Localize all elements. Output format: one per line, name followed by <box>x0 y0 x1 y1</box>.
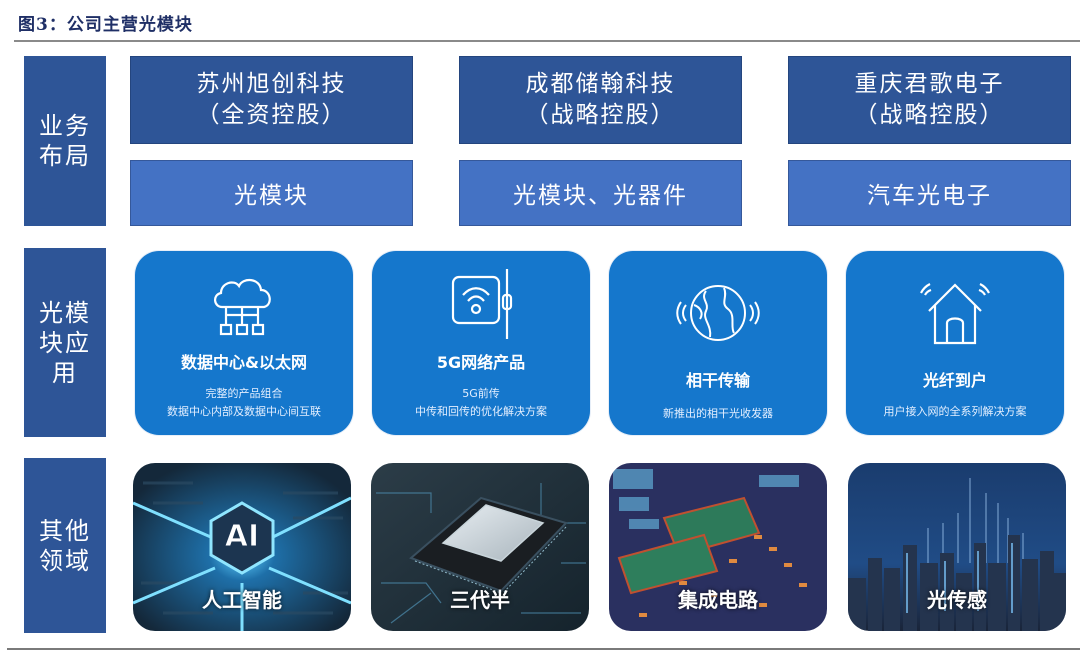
city-skyline-image <box>848 463 1066 631</box>
circuit-board-image <box>609 463 827 631</box>
row-label-text: 其他 <box>39 516 91 545</box>
app-title: 数据中心&以太网 <box>181 353 307 372</box>
row-label-other: 其他 领域 <box>24 458 106 633</box>
field-caption: 集成电路 <box>678 588 758 612</box>
holding-type: （全资控股） <box>196 102 347 128</box>
ai-chip-image: AI <box>133 463 351 631</box>
field-caption: 三代半 <box>450 588 510 612</box>
row-label-text: 布局 <box>39 142 91 170</box>
company-name: 成都储翰科技 <box>525 71 676 97</box>
row-label-business: 业务 布局 <box>24 56 106 226</box>
top-divider <box>14 40 1080 42</box>
row-label-text: 领域 <box>39 546 91 575</box>
row-label-applications: 光模 块应 用 <box>24 248 106 437</box>
app-title: 相干传输 <box>685 371 750 390</box>
app-title: 5G网络产品 <box>436 353 526 372</box>
app-subtitle: 5G前传 <box>462 387 500 400</box>
app-subtitle: 完整的产品组合 <box>205 387 283 400</box>
field-card-ai: AI 人工智能 <box>133 463 351 631</box>
product-box-suzhou: 光模块 <box>130 160 413 226</box>
app-subtitle: 用户接入网的全系列解决方案 <box>883 405 1027 418</box>
company-box-chongqing: 重庆君歌电子 （战略控股） <box>788 56 1071 144</box>
company-name: 重庆君歌电子 <box>854 71 1005 97</box>
row-label-text: 业务 <box>39 112 91 140</box>
row-label-text: 用 <box>52 358 78 387</box>
product-box-chengdu: 光模块、光器件 <box>459 160 742 226</box>
product-box-chongqing: 汽车光电子 <box>788 160 1071 226</box>
row-label-text: 块应 <box>39 328 91 357</box>
app-card-ftth: 光纤到户 用户接入网的全系列解决方案 <box>846 251 1064 435</box>
app-subtitle: 新推出的相干光收发器 <box>663 407 773 420</box>
app-card-coherent: 相干传输 新推出的相干光收发器 <box>609 251 827 435</box>
globe-signal-icon <box>609 273 827 353</box>
app-subtitle: 中传和回传的优化解决方案 <box>415 405 547 418</box>
bottom-divider <box>7 648 1080 650</box>
home-signal-icon <box>846 271 1064 351</box>
field-caption: 人工智能 <box>202 588 282 612</box>
company-box-chengdu: 成都储翰科技 （战略控股） <box>459 56 742 144</box>
holding-type: （战略控股） <box>525 102 676 128</box>
company-box-suzhou: 苏州旭创科技 （全资控股） <box>130 56 413 144</box>
row-label-text: 光模 <box>39 298 91 327</box>
app-card-5g: 5G网络产品 5G前传 中传和回传的优化解决方案 <box>372 251 590 435</box>
ai-badge: AI <box>225 519 259 554</box>
holding-type: （战略控股） <box>854 102 1005 128</box>
app-card-datacenter: 数据中心&以太网 完整的产品组合 数据中心内部及数据中心间互联 <box>135 251 353 435</box>
app-subtitle: 数据中心内部及数据中心间互联 <box>167 405 321 418</box>
app-title: 光纤到户 <box>922 371 987 390</box>
field-caption: 光传感 <box>927 588 987 612</box>
field-card-ic: 集成电路 <box>609 463 827 631</box>
semiconductor-chip-image <box>371 463 589 631</box>
figure-title: 图3：公司主营光模块 <box>18 15 193 35</box>
company-name: 苏州旭创科技 <box>196 71 347 97</box>
field-card-sensing: 光传感 <box>848 463 1066 631</box>
wifi-device-icon <box>372 265 590 345</box>
field-card-semiconductor: 三代半 <box>371 463 589 631</box>
cloud-network-icon <box>135 265 353 345</box>
